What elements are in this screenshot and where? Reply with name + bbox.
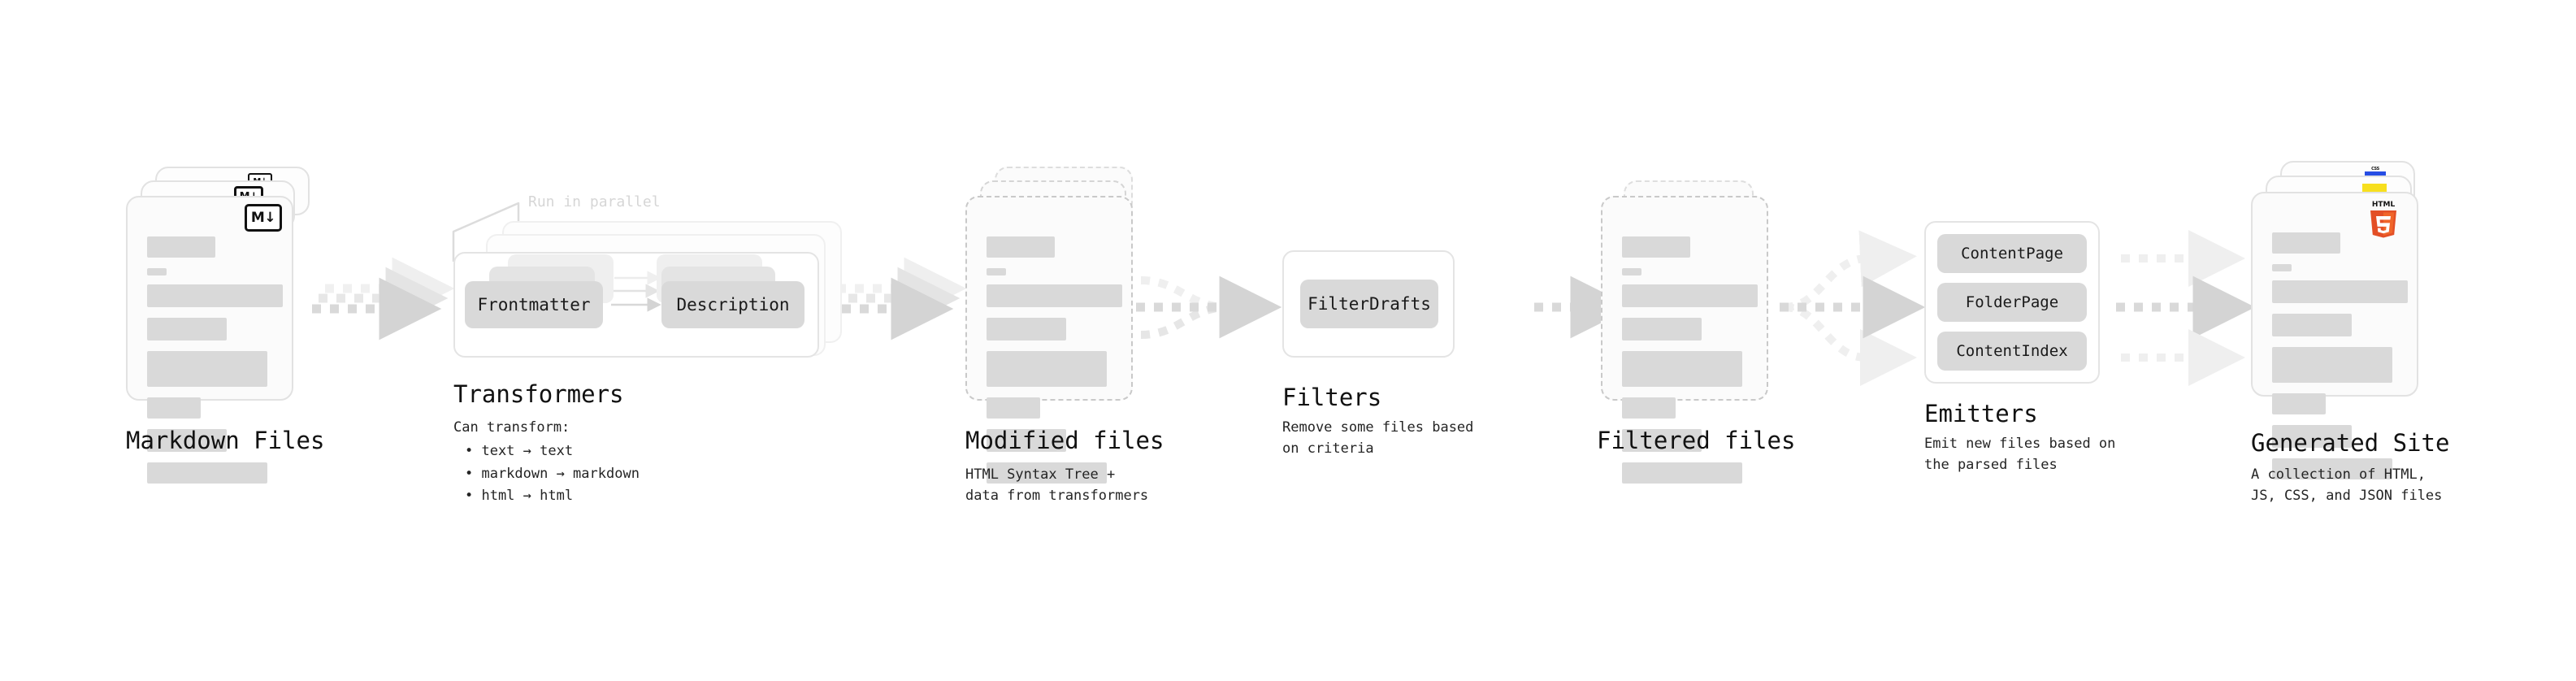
emitters-heading: Emitters	[1924, 400, 2038, 427]
transformers-bullets: • text → text • markdown → markdown • ht…	[465, 440, 640, 508]
modified-files-subtext: HTML Syntax Tree + data from transformer…	[965, 466, 1149, 504]
transformers-bullet-2: • html → html	[465, 488, 574, 505]
run-in-parallel-label: Run in parallel	[528, 193, 661, 210]
arrow-markdown-to-transformers	[312, 257, 455, 340]
arrow-modified-to-filters	[1136, 275, 1282, 339]
contentindex-pill[interactable]: ContentIndex	[1937, 332, 2087, 371]
filters-subtext: Remove some files based on criteria	[1282, 419, 1474, 457]
transformers-inner-arrows	[611, 271, 661, 312]
filtered-files-heading: Filtered files	[1597, 427, 1796, 454]
transformers-subtext: Can transform:	[453, 419, 570, 436]
transformers-bullet-0: • text → text	[465, 443, 574, 459]
generated-site-subtext: A collection of HTML, JS, CSS, and JSON …	[2251, 466, 2443, 504]
filterdrafts-pill[interactable]: FilterDrafts	[1300, 280, 1438, 328]
transformers-group: Run in parallel Frontmatter Description	[439, 187, 861, 366]
arrow-filtered-to-emitters	[1780, 230, 1926, 386]
css-icon-label: CSS	[2371, 167, 2379, 171]
modified-files-heading: Modified files	[965, 427, 1164, 454]
contentpage-pill[interactable]: ContentPage	[1937, 234, 2087, 273]
css-icon: CSS	[2365, 167, 2386, 178]
html5-icon: HTML	[2366, 197, 2400, 238]
folderpage-pill[interactable]: FolderPage	[1937, 283, 2087, 322]
svg-text:HTML: HTML	[2372, 201, 2396, 209]
markdown-files-heading: Markdown Files	[126, 427, 325, 454]
arrow-transformers-to-modified	[824, 257, 967, 340]
run-in-parallel-bracket	[452, 202, 520, 262]
emitters-subtext: Emit new files based on the parsed files	[1924, 436, 2116, 473]
filters-heading: Filters	[1282, 384, 1382, 411]
generated-site-heading: Generated Site	[2251, 429, 2450, 457]
css-icon-bar	[2365, 171, 2386, 178]
markdown-icon: M↓	[245, 204, 282, 232]
transformers-bullet-1: • markdown → markdown	[465, 465, 640, 482]
frontmatter-pill[interactable]: Frontmatter	[465, 281, 603, 328]
description-pill[interactable]: Description	[661, 281, 804, 328]
transformers-heading: Transformers	[453, 380, 624, 408]
arrow-emitters-to-site	[2116, 230, 2256, 386]
